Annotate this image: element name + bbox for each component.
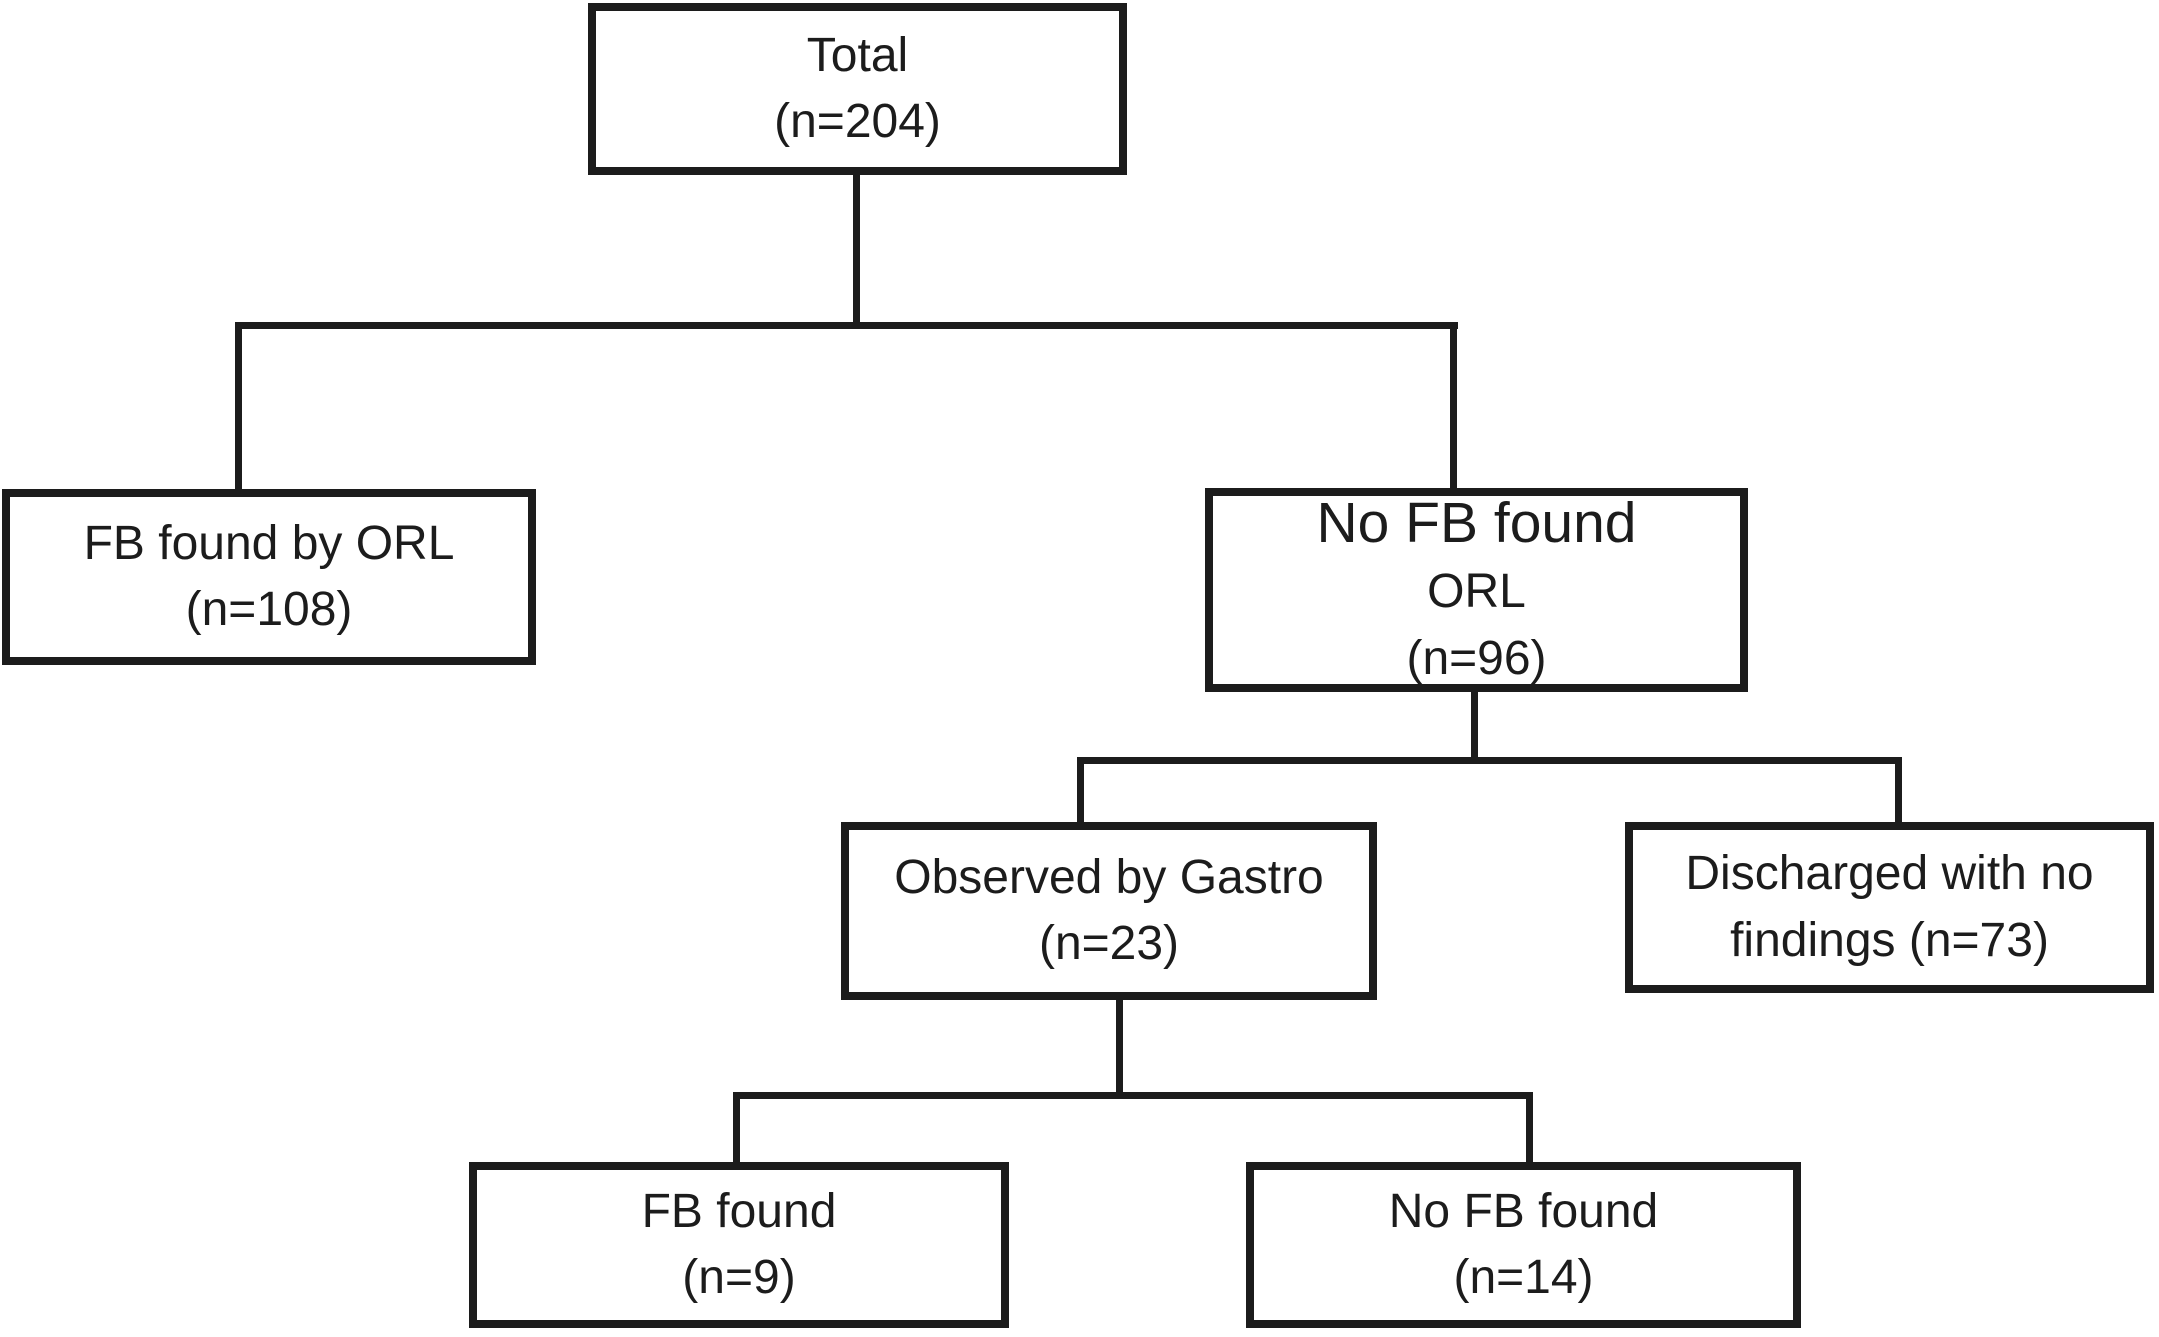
connector-level3-horizontal bbox=[733, 1092, 1533, 1099]
connector-level1-right-drop bbox=[1450, 322, 1457, 488]
node-no-fb-found-orl-sublabel: ORL bbox=[1427, 565, 1526, 619]
connector-observed-stem bbox=[1116, 1000, 1123, 1092]
node-no-fb-found-count: (n=14) bbox=[1453, 1251, 1594, 1304]
node-total: Total (n=204) bbox=[588, 3, 1127, 175]
node-fb-found-by-orl-label: FB found by ORL bbox=[83, 516, 455, 570]
node-observed-by-gastro-label: Observed by Gastro bbox=[894, 850, 1324, 904]
node-observed-by-gastro-count: (n=23) bbox=[1038, 917, 1180, 970]
connector-level1-left-drop bbox=[235, 322, 242, 489]
connector-level2-right-drop bbox=[1895, 757, 1902, 822]
node-fb-found-by-orl-count: (n=108) bbox=[185, 583, 353, 636]
node-fb-found: FB found (n=9) bbox=[469, 1162, 1009, 1328]
connector-level3-right-drop bbox=[1526, 1092, 1533, 1162]
connector-level2-horizontal bbox=[1077, 757, 1902, 764]
node-fb-found-label: FB found bbox=[641, 1184, 837, 1238]
node-total-label: Total bbox=[806, 28, 909, 82]
connector-total-stem bbox=[853, 175, 860, 325]
node-discharged-no-findings-label-1: Discharged with no bbox=[1685, 847, 2094, 901]
node-total-count: (n=204) bbox=[774, 95, 941, 148]
connector-nofborl-stem bbox=[1471, 692, 1478, 761]
connector-level3-left-drop bbox=[733, 1092, 740, 1162]
connector-level2-left-drop bbox=[1077, 757, 1084, 822]
node-fb-found-by-orl: FB found by ORL (n=108) bbox=[2, 489, 536, 665]
node-fb-found-count: (n=9) bbox=[682, 1251, 796, 1304]
connector-level1-horizontal bbox=[235, 322, 1458, 329]
node-no-fb-found-orl-count: (n=96) bbox=[1406, 631, 1547, 685]
node-observed-by-gastro: Observed by Gastro (n=23) bbox=[841, 822, 1377, 1000]
node-no-fb-found-label: No FB found bbox=[1388, 1184, 1659, 1238]
node-no-fb-found: No FB found (n=14) bbox=[1246, 1162, 1801, 1328]
node-discharged-no-findings-label-2: findings (n=73) bbox=[1730, 913, 2049, 967]
node-no-fb-found-orl: No FB found ORL (n=96) bbox=[1205, 488, 1748, 692]
node-no-fb-found-orl-label: No FB found bbox=[1316, 491, 1637, 556]
node-discharged-no-findings: Discharged with no findings (n=73) bbox=[1625, 822, 2154, 993]
